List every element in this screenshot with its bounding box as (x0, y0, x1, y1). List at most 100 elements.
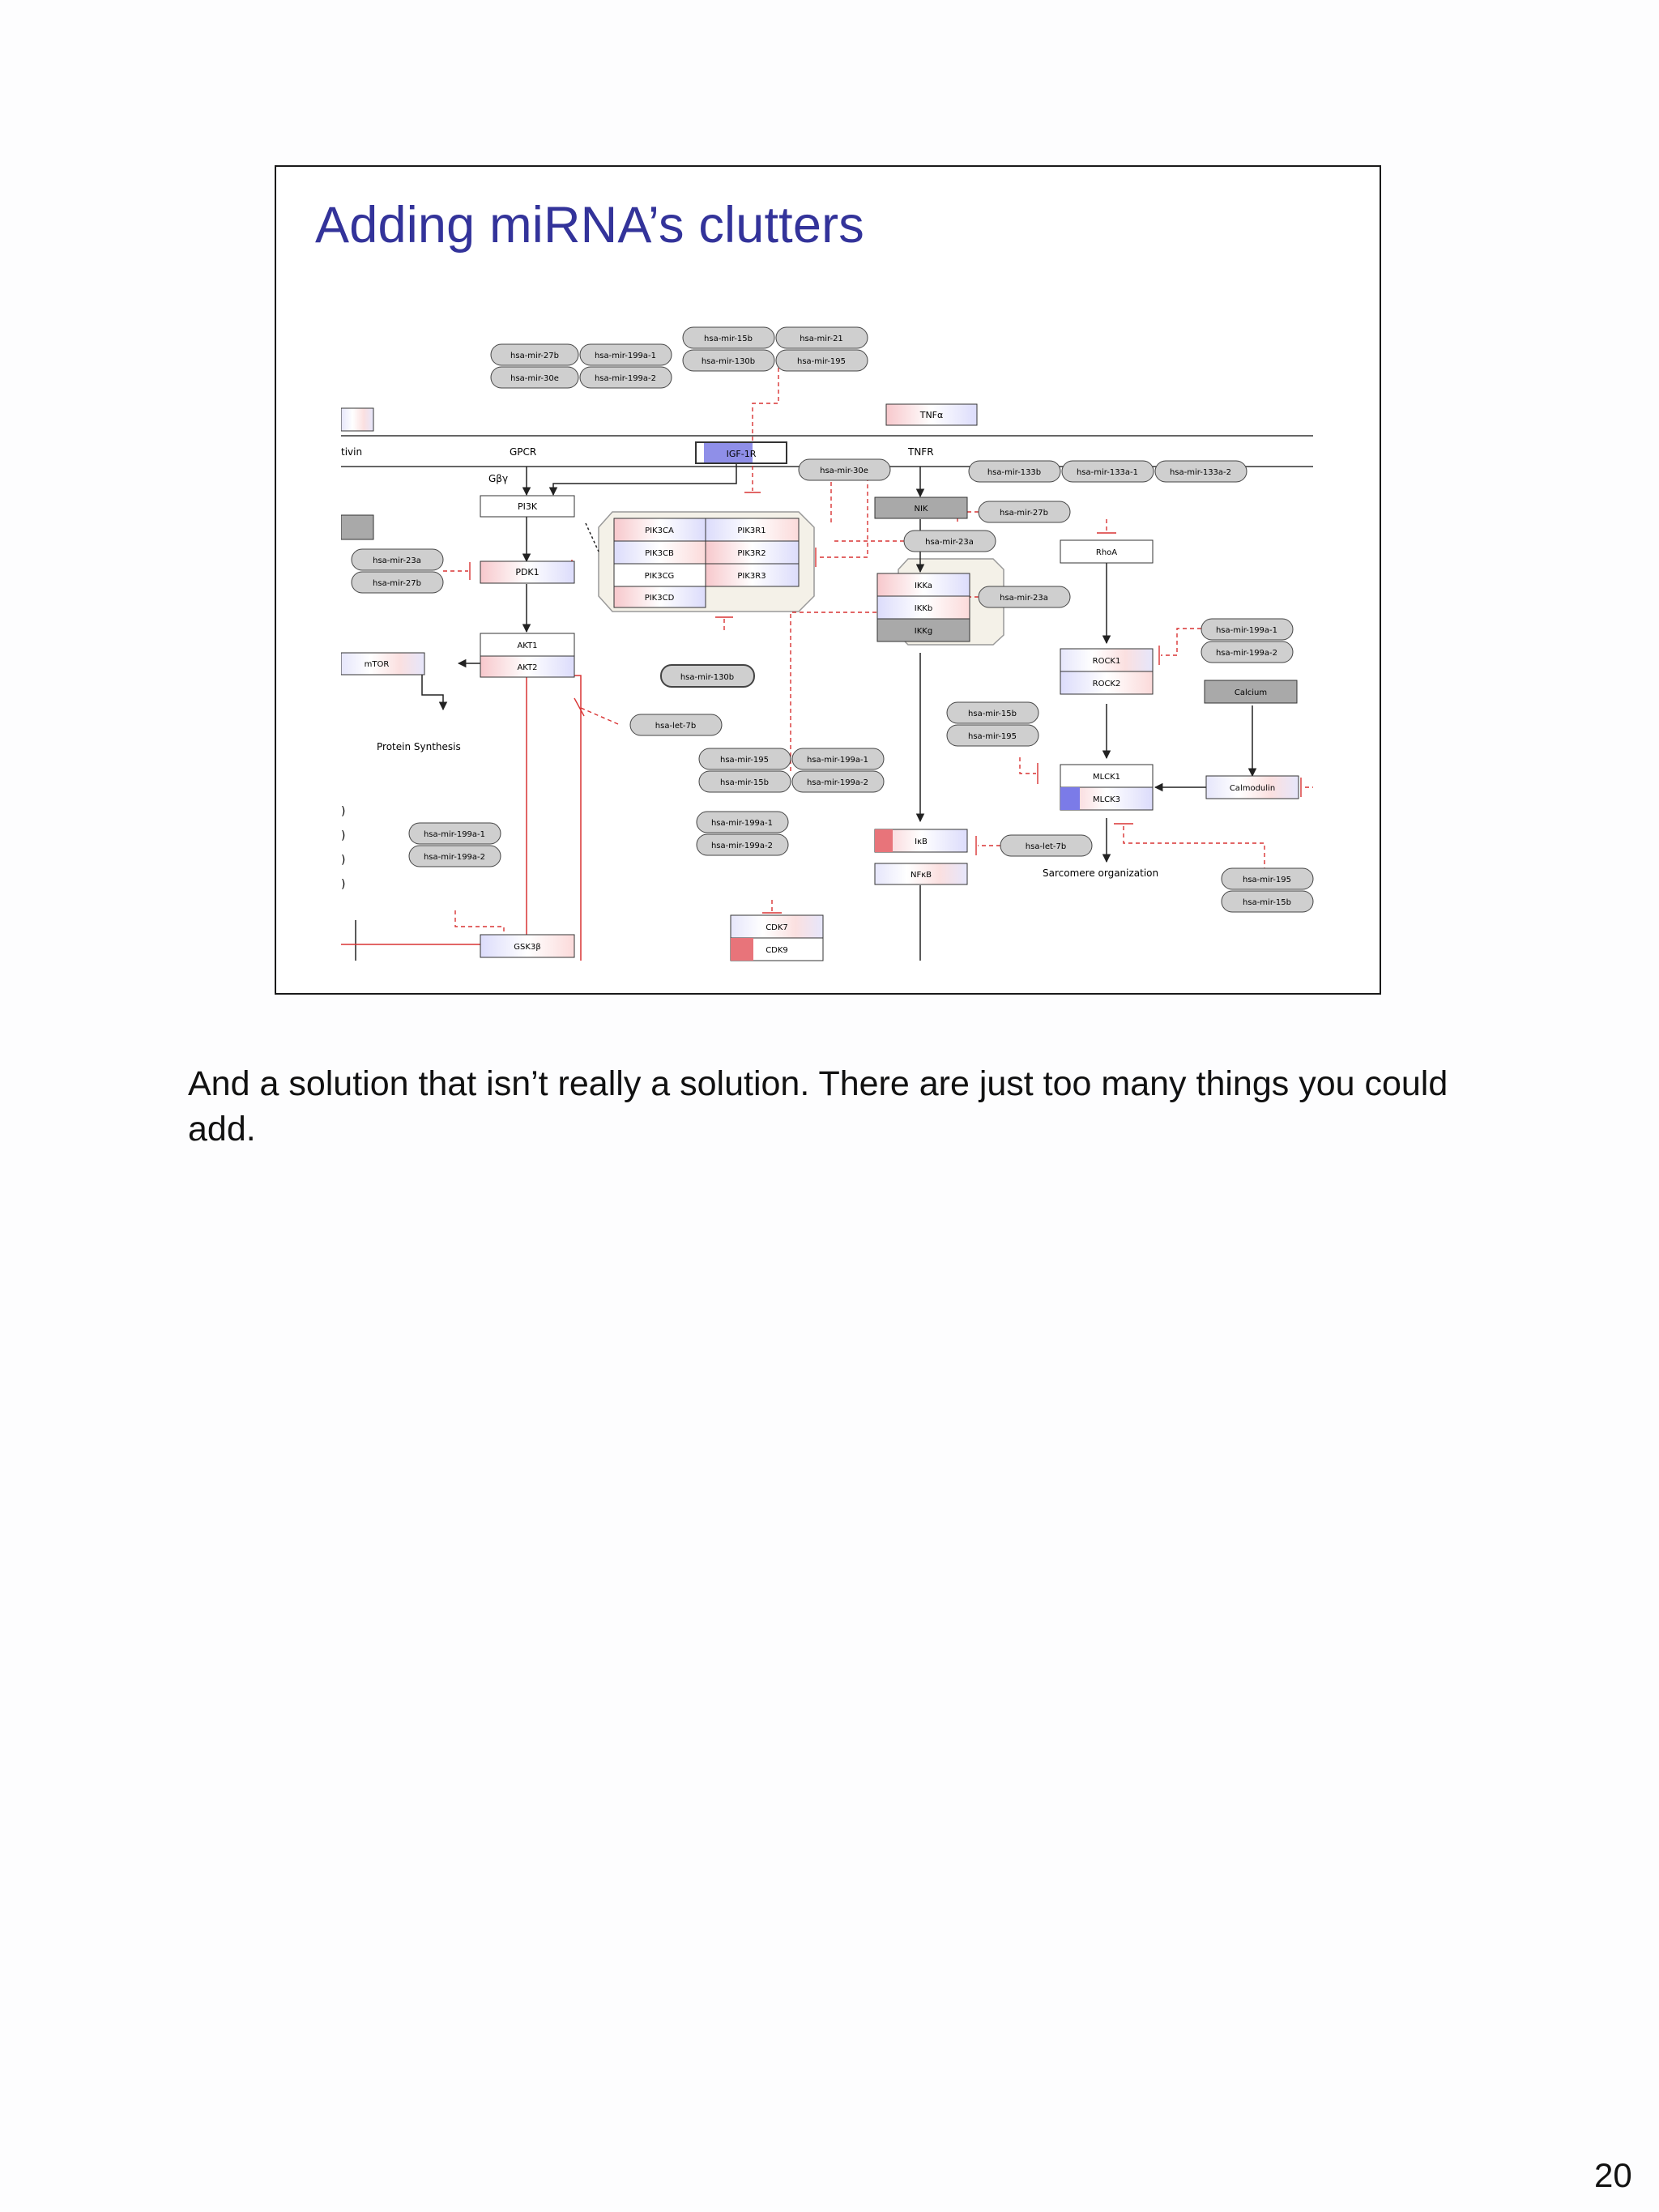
mtor-node: mTOR (341, 652, 425, 676)
svg-text:hsa-mir-21: hsa-mir-21 (800, 335, 843, 343)
mirna-pill: hsa-mir-15b (946, 701, 1039, 724)
svg-text:PIK3CA: PIK3CA (645, 526, 674, 535)
svg-text:hsa-mir-199a-2: hsa-mir-199a-2 (1216, 649, 1277, 658)
mirna-pill: hsa-mir-195 (698, 748, 791, 770)
mirna-pill: hsa-mir-133a-1 (1061, 460, 1154, 483)
mirna-pill: hsa-mir-199a-1 (1201, 618, 1294, 641)
mirna-pills: hsa-mir-27b hsa-mir-199a-1 hsa-mir-30e h… (351, 326, 1314, 913)
pi3k-catalytic-table: PIK3CA PIK3CB PIK3CG PIK3CD (613, 518, 706, 608)
svg-text:PIK3CD: PIK3CD (645, 594, 675, 603)
svg-text:hsa-mir-15b: hsa-mir-15b (720, 778, 769, 787)
svg-text:PIK3R1: PIK3R1 (737, 526, 766, 535)
svg-text:hsa-mir-133b: hsa-mir-133b (987, 468, 1041, 477)
svg-text:PIK3R2: PIK3R2 (737, 549, 766, 558)
pathway-diagram: tivin GPCR TNFR Gβγ Protein Synthesis Sa… (341, 326, 1314, 961)
svg-text:TNFα: TNFα (919, 410, 944, 420)
left-stub-box-gray (341, 514, 374, 540)
mirna-pill: hsa-mir-27b (490, 343, 579, 366)
svg-text:PIK3R3: PIK3R3 (737, 572, 766, 581)
mirna-pill: hsa-mir-30e (490, 366, 579, 389)
mirna-pill: hsa-mir-199a-1 (791, 748, 885, 770)
akt-table: AKT1 AKT2 (480, 633, 575, 678)
calmodulin-node: Calmodulin (1205, 775, 1299, 799)
svg-text:hsa-mir-15b: hsa-mir-15b (704, 335, 753, 343)
mirna-pill: hsa-mir-21 (775, 326, 868, 349)
nfkb-node: NFκB (874, 863, 968, 885)
gpcr-label: GPCR (510, 446, 536, 458)
svg-text:PDK1: PDK1 (515, 567, 539, 578)
svg-text:hsa-mir-199a-2: hsa-mir-199a-2 (711, 842, 773, 850)
svg-text:hsa-mir-199a-1: hsa-mir-199a-1 (595, 352, 656, 360)
svg-text:hsa-mir-30e: hsa-mir-30e (510, 374, 559, 383)
slide-title: Adding miRNA’s clutters (315, 197, 865, 254)
mirna-pill: hsa-mir-130b (682, 349, 775, 372)
svg-text:): ) (341, 805, 345, 818)
mirna-pill: hsa-mir-23a (903, 530, 996, 552)
left-edge-marks: )))) (341, 805, 345, 891)
svg-text:PIK3CG: PIK3CG (645, 572, 675, 581)
svg-text:hsa-mir-195: hsa-mir-195 (720, 756, 769, 765)
svg-text:CDK7: CDK7 (766, 923, 788, 932)
mirna-pill: hsa-mir-133a-2 (1154, 460, 1247, 483)
mirna-pill: hsa-mir-30e (798, 458, 891, 481)
svg-text:hsa-mir-199a-2: hsa-mir-199a-2 (807, 778, 868, 787)
svg-text:IKKg: IKKg (915, 627, 932, 636)
svg-text:hsa-mir-130b: hsa-mir-130b (702, 357, 755, 366)
gbg-label: Gβγ (488, 473, 508, 484)
svg-text:NIK: NIK (915, 505, 928, 514)
mirna-pill: hsa-mir-195 (1221, 867, 1314, 890)
mirna-pill: hsa-mir-199a-2 (696, 833, 789, 856)
mirna-pill: hsa-mir-23a (978, 586, 1071, 608)
svg-text:hsa-mir-199a-1: hsa-mir-199a-1 (1216, 626, 1277, 635)
svg-text:NFκB: NFκB (911, 871, 932, 880)
svg-text:ROCK2: ROCK2 (1093, 680, 1121, 688)
svg-text:hsa-mir-195: hsa-mir-195 (797, 357, 846, 366)
tnfa-node: TNFα (885, 403, 978, 426)
tnfr-label: TNFR (907, 446, 934, 458)
svg-text:hsa-let-7b: hsa-let-7b (1026, 842, 1066, 851)
mirna-pill: hsa-mir-199a-1 (579, 343, 672, 366)
mirna-pill: hsa-mir-199a-2 (1201, 641, 1294, 663)
svg-text:hsa-mir-199a-2: hsa-mir-199a-2 (595, 374, 656, 383)
svg-text:hsa-mir-15b: hsa-mir-15b (968, 710, 1017, 718)
mirna-pill: hsa-mir-199a-2 (791, 770, 885, 793)
svg-text:GSK3β: GSK3β (514, 943, 540, 952)
mirna-pill: hsa-mir-130b (660, 664, 755, 688)
svg-text:MLCK3: MLCK3 (1093, 795, 1120, 804)
svg-text:hsa-mir-195: hsa-mir-195 (1243, 876, 1291, 884)
svg-text:): ) (341, 878, 345, 891)
svg-text:hsa-mir-133a-2: hsa-mir-133a-2 (1170, 468, 1231, 477)
mirna-pill: hsa-let-7b (1000, 834, 1093, 857)
left-stub-box-top (341, 407, 374, 432)
ikb-node: IκB (874, 829, 968, 853)
cdk-table: CDK7 CDK9 (730, 914, 824, 961)
page-number: 20 (1594, 2156, 1632, 2194)
svg-text:AKT1: AKT1 (517, 641, 537, 650)
mirna-pill: hsa-mir-27b (978, 501, 1071, 523)
svg-text:hsa-mir-23a: hsa-mir-23a (373, 556, 421, 565)
slide-caption: And a solution that isn’t really a solut… (188, 1064, 1448, 1149)
svg-text:): ) (341, 854, 345, 867)
svg-text:hsa-mir-15b: hsa-mir-15b (1243, 898, 1291, 907)
svg-text:hsa-mir-27b: hsa-mir-27b (1000, 509, 1048, 518)
ikk-table: IKKa IKKb IKKg (876, 573, 970, 642)
activation-edges (355, 455, 1257, 961)
svg-text:hsa-mir-27b: hsa-mir-27b (373, 579, 421, 588)
gsk3b-node: GSK3β (480, 934, 575, 958)
mirna-pill: hsa-mir-195 (775, 349, 868, 372)
mirna-pill: hsa-mir-23a (351, 548, 444, 571)
svg-text:AKT2: AKT2 (517, 663, 537, 672)
svg-text:hsa-mir-130b: hsa-mir-130b (680, 673, 734, 682)
svg-text:): ) (341, 829, 345, 842)
svg-text:hsa-mir-199a-1: hsa-mir-199a-1 (424, 830, 485, 839)
pdk1-node: PDK1 (480, 560, 575, 584)
svg-text:IKKb: IKKb (915, 604, 932, 613)
svg-text:hsa-mir-199a-2: hsa-mir-199a-2 (424, 853, 485, 862)
svg-text:ROCK1: ROCK1 (1093, 657, 1121, 666)
mlck-table: MLCK1 MLCK3 (1060, 764, 1154, 811)
svg-text:hsa-mir-199a-1: hsa-mir-199a-1 (711, 819, 773, 828)
svg-text:hsa-mir-195: hsa-mir-195 (968, 732, 1017, 741)
svg-text:Calcium: Calcium (1235, 688, 1267, 697)
svg-text:hsa-let-7b: hsa-let-7b (655, 722, 696, 731)
svg-text:hsa-mir-199a-1: hsa-mir-199a-1 (807, 756, 868, 765)
